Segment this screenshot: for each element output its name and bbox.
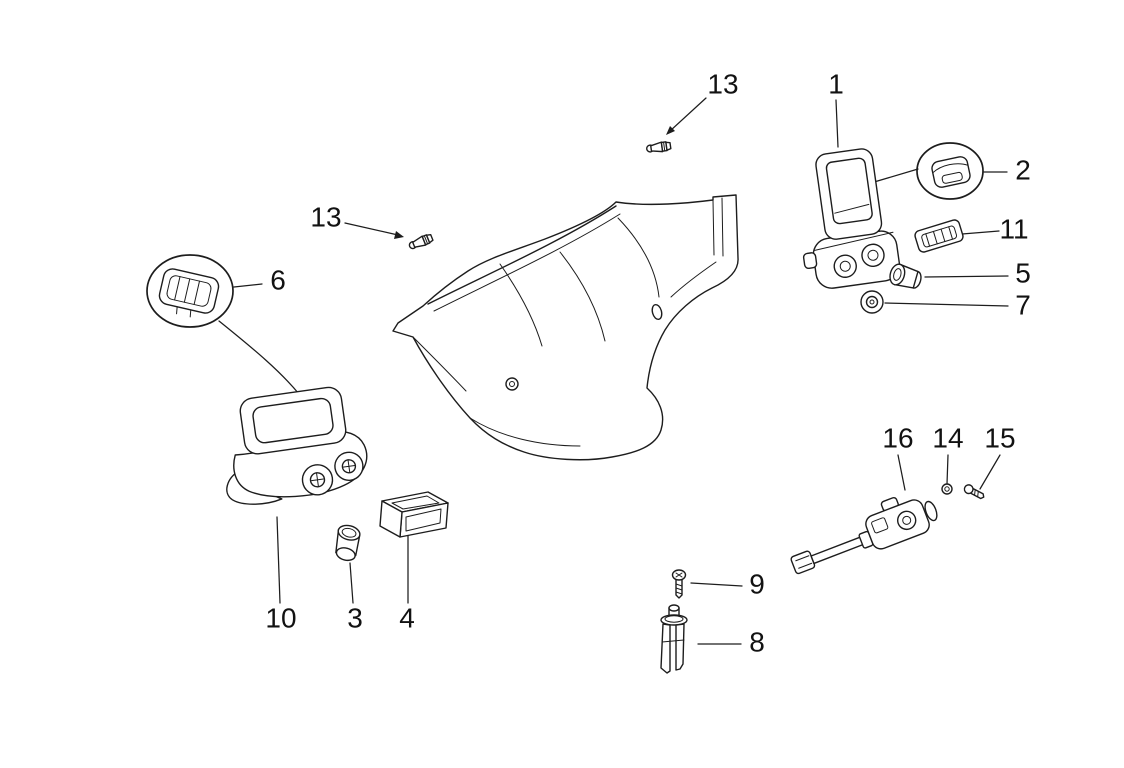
- callout-line-15: [979, 454, 1001, 490]
- callout-label-5: 5: [1015, 257, 1031, 288]
- callout-line-7: [884, 302, 1009, 307]
- callout-line-9: [690, 582, 743, 587]
- callout-lines: [218, 97, 1009, 645]
- switch-part4: [379, 491, 449, 538]
- detail-circle-right: [916, 142, 984, 200]
- callout-line-10: [276, 516, 281, 604]
- callout-line-16: [897, 454, 906, 491]
- callout-label-10: 10: [265, 602, 296, 633]
- callout-line-3: [349, 562, 354, 604]
- rocker-switch-detail-right: [931, 156, 971, 188]
- callout-label-6: 6: [270, 264, 286, 295]
- callout-label-11: 11: [999, 213, 1028, 244]
- nut-part14: [941, 483, 953, 495]
- rocker-switch-detail-left: [158, 268, 220, 318]
- screw-part9: [671, 569, 687, 599]
- plunger-switch-part8: [660, 604, 688, 674]
- callout-label-15: 15: [984, 422, 1015, 453]
- screw-part15: [963, 484, 985, 500]
- callout-line-5: [924, 275, 1009, 278]
- right-switch-assembly: [802, 148, 901, 289]
- callout-line-13-left: [344, 222, 404, 239]
- grille-trim-part11: [914, 219, 964, 253]
- bulb-part13-left: [408, 233, 434, 250]
- callout-labels: 13 1 2 11 5 7 13 6 16 14 15 9 8 10 3 4: [265, 68, 1030, 657]
- callout-label-4: 4: [399, 602, 415, 633]
- callout-label-9: 9: [749, 568, 765, 599]
- callout-label-3: 3: [347, 602, 363, 633]
- callout-line-14: [946, 454, 949, 485]
- callout-label-8: 8: [749, 626, 765, 657]
- callout-label-14: 14: [932, 422, 963, 453]
- callout-label-16: 16: [882, 422, 913, 453]
- detail-leader-left: [218, 320, 300, 395]
- callout-line-13-top: [666, 97, 707, 135]
- ignition-lock-assembly-part16: [790, 496, 938, 575]
- callout-label-1: 1: [828, 68, 844, 99]
- left-switch-assembly: [226, 386, 368, 505]
- callout-label-13-top: 13: [707, 68, 738, 99]
- callout-line-1: [835, 99, 839, 148]
- plug-part7: [860, 290, 884, 314]
- bushing-part3: [335, 524, 361, 562]
- detail-circle-left: [146, 254, 234, 328]
- bushing-part5: [889, 263, 922, 289]
- callout-line-11: [961, 230, 1000, 235]
- bulb-part13-top: [646, 141, 672, 153]
- callout-line-6: [233, 283, 263, 288]
- callout-label-13-left: 13: [310, 201, 341, 232]
- callout-label-7: 7: [1015, 289, 1031, 320]
- callout-label-2: 2: [1015, 154, 1031, 185]
- handlebar-cover: [392, 194, 739, 461]
